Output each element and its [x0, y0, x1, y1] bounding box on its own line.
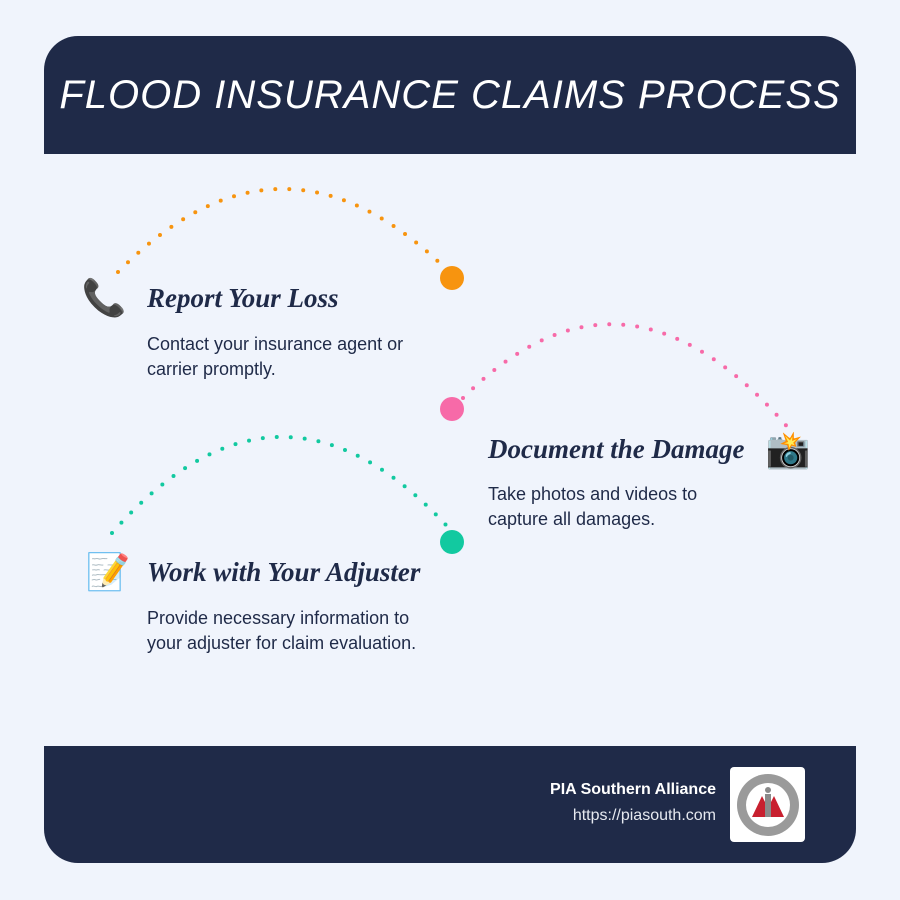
step-1-title: Report Your Loss — [147, 283, 339, 313]
header-banner: FLOOD INSURANCE CLAIMS PROCESS — [44, 36, 856, 154]
telephone-receiver-icon: 📞 — [81, 277, 127, 318]
marker-step-1 — [440, 266, 464, 290]
marker-step-2 — [440, 397, 464, 421]
step-3-title: Work with Your Adjuster — [147, 557, 421, 587]
organization-name: PIA Southern Alliance — [550, 781, 716, 798]
arc-step-3 — [110, 435, 448, 535]
footer: PIA Southern Alliance https://piasouth.c… — [44, 746, 856, 863]
marker-step-3 — [440, 530, 464, 554]
website-link[interactable]: https://piasouth.com — [572, 807, 716, 824]
memo-icon: 📝 — [85, 551, 131, 592]
pia-seal-icon — [736, 773, 799, 836]
step-3-text: Provide necessary information to your ad… — [147, 608, 417, 653]
step-2-title: Document the Damage — [488, 434, 745, 464]
step-1-text: Contact your insurance agent or carrier … — [147, 334, 404, 379]
camera-with-flash-icon: 📸 — [765, 429, 811, 470]
arc-step-1 — [116, 187, 447, 274]
page-title: FLOOD INSURANCE CLAIMS PROCESS — [59, 72, 841, 117]
pia-logo — [730, 767, 805, 842]
arc-step-2 — [461, 322, 792, 432]
step-2-text: Take photos and videos to capture all da… — [488, 484, 698, 529]
